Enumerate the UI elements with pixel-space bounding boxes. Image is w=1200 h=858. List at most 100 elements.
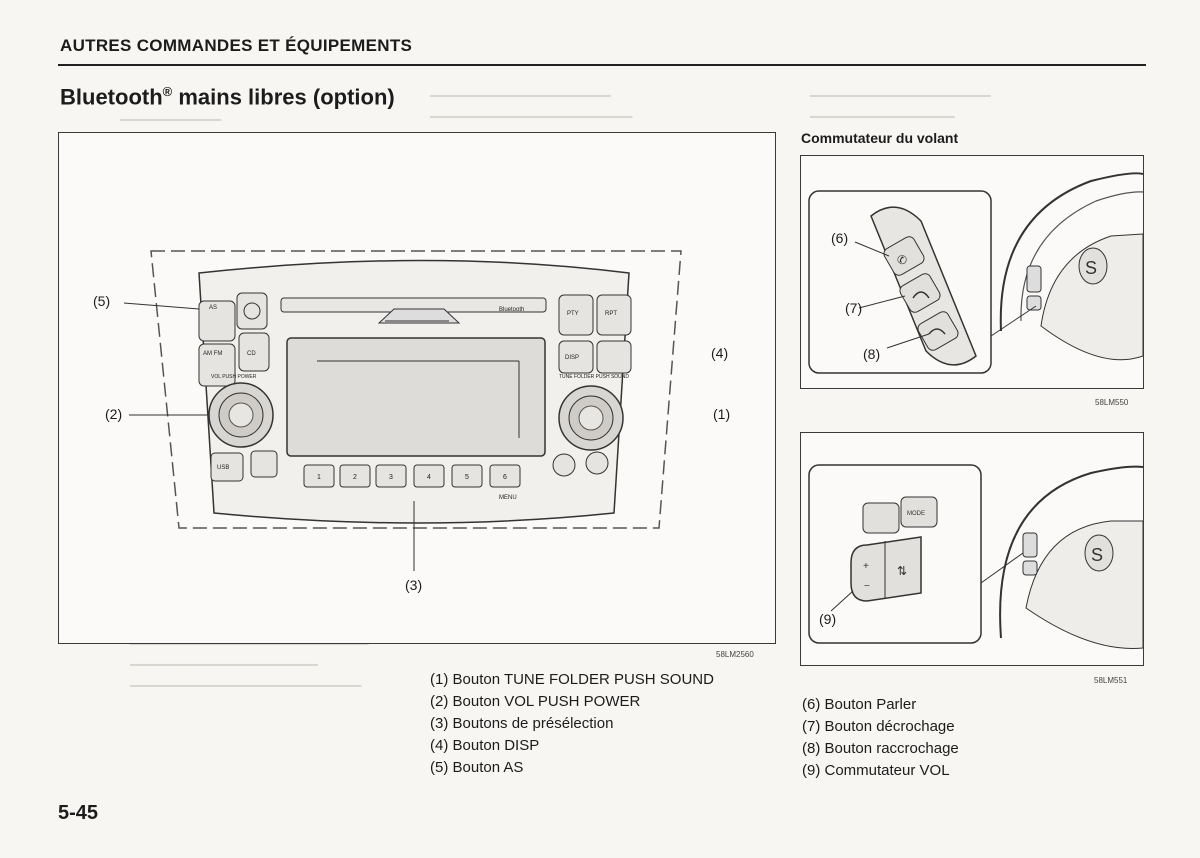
suzuki-emblem bbox=[1084, 534, 1114, 572]
panel-label-as: AS bbox=[209, 305, 217, 311]
tune-knob-cap bbox=[578, 405, 604, 431]
preset-buttons bbox=[303, 464, 521, 488]
left-small-button bbox=[250, 450, 278, 478]
inset-connector bbox=[990, 305, 1037, 337]
am-fm-button bbox=[198, 343, 236, 387]
wheel-switch-small bbox=[1022, 532, 1038, 558]
seek-up-icon bbox=[243, 302, 261, 320]
callout-3: (3) bbox=[405, 577, 423, 593]
figure2-3-legend: (6) Bouton Parler (7) Bouton décrochage … bbox=[802, 694, 959, 782]
callout-8: (8) bbox=[863, 346, 881, 362]
callout-7: (7) bbox=[845, 300, 863, 316]
panel-label-pty: PTY bbox=[567, 311, 579, 317]
title-rest: mains libres (option) bbox=[172, 84, 395, 110]
suzuki-emblem bbox=[1078, 247, 1108, 285]
callout-5: (5) bbox=[93, 293, 111, 309]
disp-button bbox=[558, 340, 594, 374]
registered-mark: ® bbox=[162, 84, 173, 99]
mode-label: MODE bbox=[907, 511, 925, 517]
steering-hub bbox=[1025, 520, 1143, 649]
preset-label-2: 2 bbox=[353, 474, 357, 481]
preset-label-3: 3 bbox=[389, 474, 393, 481]
panel-label-bluetooth: Bluetooth bbox=[499, 307, 524, 313]
legend-item-6: (6) Bouton Parler bbox=[802, 696, 917, 713]
seek-button bbox=[862, 502, 900, 534]
bleed-through-text: ━━━━━━━━━━━━━━━━━━━━━━━━━ ━━━━━━━━━━━━━━… bbox=[810, 89, 991, 124]
legend-item-8: (8) Bouton raccrochage bbox=[802, 740, 959, 757]
panel-label-tune: TUNE FOLDER PUSH SOUND bbox=[559, 374, 629, 380]
section-header: AUTRES COMMANDES ET ÉQUIPEMENTS bbox=[60, 36, 413, 55]
panel-label-am-fm: AM FM bbox=[203, 351, 222, 357]
title-main: Bluetooth bbox=[60, 84, 163, 110]
figure1-code: 58LM2560 bbox=[716, 650, 754, 659]
rpt-button bbox=[596, 294, 632, 336]
page-number: 5-45 bbox=[58, 802, 99, 824]
preset-label-6: 6 bbox=[503, 474, 507, 481]
inset-connector bbox=[980, 552, 1024, 584]
steering-wheel-rim bbox=[999, 172, 1143, 332]
talk-button bbox=[883, 236, 925, 276]
preset-label-4: 4 bbox=[427, 474, 431, 481]
callout-2: (2) bbox=[105, 406, 123, 422]
callout-4: (4) bbox=[711, 345, 729, 361]
vol-up-icon: + bbox=[863, 561, 869, 572]
preset-label-1: 1 bbox=[317, 474, 321, 481]
pickup-icon bbox=[912, 291, 930, 299]
hangup-icon bbox=[928, 328, 946, 335]
cd-button bbox=[238, 332, 270, 372]
leader-8 bbox=[886, 333, 930, 349]
wheel-switch-small bbox=[1026, 295, 1042, 311]
preset-label-5: 5 bbox=[465, 474, 469, 481]
legend-item-2: (2) Bouton VOL PUSH POWER bbox=[430, 693, 641, 710]
audio-unit-illustration: AS AM FM CD Bluetooth PTY RPT DISP VOL P… bbox=[123, 250, 682, 571]
panel-label-rpt: RPT bbox=[605, 311, 617, 317]
legend-item-3: (3) Boutons de présélection bbox=[430, 715, 614, 732]
mode-button bbox=[900, 496, 938, 528]
legend-item-5: (5) Bouton AS bbox=[430, 759, 524, 776]
suzuki-logo-icon: S bbox=[1091, 545, 1103, 565]
leader-5 bbox=[123, 302, 200, 310]
legend-item-1: (1) Bouton TUNE FOLDER PUSH SOUND bbox=[430, 671, 714, 688]
leader-7 bbox=[858, 295, 906, 309]
phone-button bbox=[596, 340, 632, 374]
as-button bbox=[198, 300, 236, 342]
leader-9 bbox=[830, 590, 854, 612]
panel-label-menu: MENU bbox=[499, 495, 517, 501]
steering-wheel-rim bbox=[999, 465, 1143, 639]
figure2-code: 58LM550 bbox=[1095, 398, 1129, 407]
vol-switch-figure: S MODE + − ⇅ (9) bbox=[800, 432, 1144, 666]
page-title: Bluetooth® mains libres (option) bbox=[60, 84, 395, 110]
wheel-switch-small bbox=[1026, 265, 1042, 293]
panel-label-usb: USB bbox=[217, 465, 229, 471]
vol-switch bbox=[850, 536, 922, 602]
panel-label-vol: VOL PUSH POWER bbox=[211, 374, 257, 380]
figure1-legend: (1) Bouton TUNE FOLDER PUSH SOUND (2) Bo… bbox=[430, 669, 714, 779]
vol-knob-cap bbox=[228, 402, 254, 428]
wheel-switch-small bbox=[1022, 560, 1038, 576]
eject-button bbox=[377, 308, 461, 324]
steering-wheel-rim-inner bbox=[1020, 191, 1143, 322]
folder-up-button bbox=[585, 451, 609, 475]
pickup-button bbox=[899, 273, 941, 313]
steering-hub bbox=[1040, 233, 1143, 361]
steering-buttons-figure: S ✆ (6) (7) (8) bbox=[800, 155, 1144, 389]
panel-label-cd: CD bbox=[247, 351, 256, 357]
steering-switch-heading: Commutateur du volant bbox=[801, 130, 959, 146]
header-rule bbox=[58, 64, 1146, 66]
panel-label-disp: DISP bbox=[565, 355, 579, 361]
folder-down-button bbox=[552, 453, 576, 477]
steering-buttons-illustration: S ✆ bbox=[808, 172, 1143, 374]
hangup-button bbox=[917, 311, 959, 351]
audio-unit-figure: AS AM FM CD Bluetooth PTY RPT DISP VOL P… bbox=[58, 132, 776, 644]
callout-6: (6) bbox=[831, 230, 849, 246]
pty-button bbox=[558, 294, 594, 336]
usb-button bbox=[210, 452, 244, 482]
vol-switch-illustration: S MODE + − ⇅ bbox=[808, 464, 1143, 649]
figure3-code: 58LM551 bbox=[1094, 676, 1128, 685]
leader-6 bbox=[854, 241, 890, 257]
suzuki-logo-icon: S bbox=[1085, 258, 1097, 278]
seek-arrows-icon: ⇅ bbox=[897, 564, 907, 578]
talk-icon: ✆ bbox=[897, 253, 907, 267]
bezel-outline bbox=[150, 250, 682, 529]
legend-item-7: (7) Bouton décrochage bbox=[802, 718, 955, 735]
